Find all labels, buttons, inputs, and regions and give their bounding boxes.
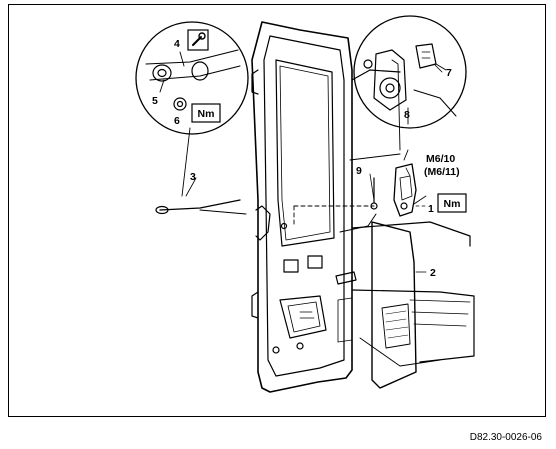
callout-7: 7 [446, 67, 452, 79]
vehicle-floor-drawing [351, 59, 475, 367]
rod-drawing [155, 127, 247, 215]
callout-leaders [185, 63, 443, 273]
torque-symbol-box-right: Nm [437, 193, 467, 213]
detail-circle-left [135, 21, 249, 135]
callout-2: 2 [430, 267, 436, 279]
callout-8: 8 [404, 109, 410, 121]
callout-3: 3 [190, 171, 196, 183]
detail-circle-right [353, 15, 467, 129]
callout-4: 4 [174, 38, 180, 50]
callout-motor-alt: (M6/11) [424, 166, 460, 178]
callout-labels: 4 5 6 3 7 8 9 M6/10 (M6/11) 1 2 [152, 38, 460, 279]
tool-symbol-box [187, 29, 209, 51]
callout-motor-main: M6/10 [426, 153, 455, 165]
door-lock-drawing [393, 149, 417, 217]
torque-symbol-box-left: Nm [191, 103, 221, 123]
callout-9: 9 [356, 165, 362, 177]
callout-6: 6 [174, 115, 180, 127]
trim-panel-drawing [371, 221, 417, 389]
torque-label-right: Nm [444, 198, 461, 210]
torque-label-left: Nm [198, 108, 215, 120]
rear-door-drawing [251, 21, 401, 393]
callout-1: 1 [428, 203, 434, 215]
callout-5: 5 [152, 95, 158, 107]
figure-reference-code: D82.30-0026-06 [469, 432, 542, 443]
wrench-icon [192, 32, 206, 46]
screw-and-leaders [293, 177, 429, 227]
